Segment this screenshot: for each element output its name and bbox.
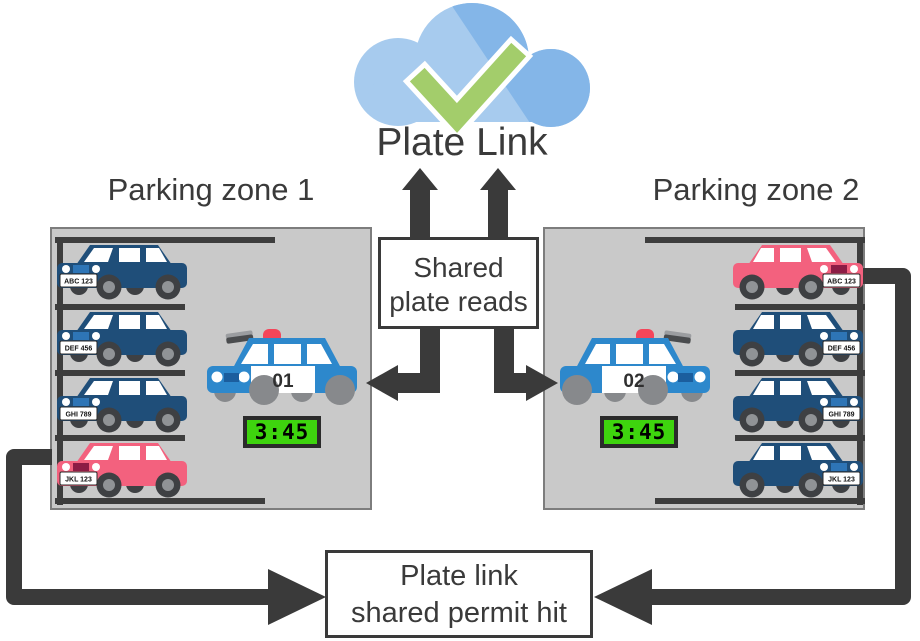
hit-box-line1: Plate link xyxy=(400,560,518,592)
license-plate: GHI 789 xyxy=(828,412,854,419)
car: GHI 789 xyxy=(57,375,187,433)
shared-box-line1: Shared xyxy=(413,252,504,283)
parking-line xyxy=(55,498,265,504)
police-car: 02 xyxy=(560,328,710,406)
license-plate: DEF 456 xyxy=(828,346,856,353)
parking-line xyxy=(655,498,865,504)
car: JKL 123 xyxy=(57,440,187,498)
car: JKL 123 xyxy=(733,440,863,498)
zone-title: Parking zone 1 xyxy=(107,172,315,207)
arrow-up-right-icon xyxy=(480,168,516,237)
checkmark-icon xyxy=(402,35,534,141)
police-car-number: 02 xyxy=(623,371,644,392)
police-car: 01 xyxy=(207,328,357,406)
car: DEF 456 xyxy=(57,309,187,367)
zone-title: Parking zone 2 xyxy=(652,172,860,207)
police-car-number: 01 xyxy=(272,371,294,392)
parking-line xyxy=(55,370,185,376)
license-plate: ABC 123 xyxy=(64,279,93,286)
cloud-icon xyxy=(354,3,590,127)
shared-plate-reads-box: Shared plate reads xyxy=(378,237,539,329)
timer-display: 3:45 xyxy=(243,416,321,448)
license-plate: DEF 456 xyxy=(65,346,93,353)
arrow-up-left-icon xyxy=(402,168,438,237)
car: ABC 123 xyxy=(733,242,863,300)
license-plate: ABC 123 xyxy=(827,279,856,286)
license-plate: JKL 123 xyxy=(828,477,855,484)
hit-box-line2: shared permit hit xyxy=(351,597,567,629)
parking-line xyxy=(55,435,185,441)
timer-display: 3:45 xyxy=(600,416,678,448)
arrow-elbow-left-icon xyxy=(366,323,440,401)
car: DEF 456 xyxy=(733,309,863,367)
page-title: Plate Link xyxy=(376,121,548,164)
shared-box-line2: plate reads xyxy=(389,286,528,317)
license-plate: JKL 123 xyxy=(65,477,92,484)
car: ABC 123 xyxy=(57,242,187,300)
car: GHI 789 xyxy=(733,375,863,433)
license-plate: GHI 789 xyxy=(65,412,91,419)
parking-line xyxy=(645,237,865,243)
parking-line xyxy=(55,304,185,310)
permit-hit-box: Plate link shared permit hit xyxy=(325,550,593,638)
parking-line xyxy=(55,237,275,243)
